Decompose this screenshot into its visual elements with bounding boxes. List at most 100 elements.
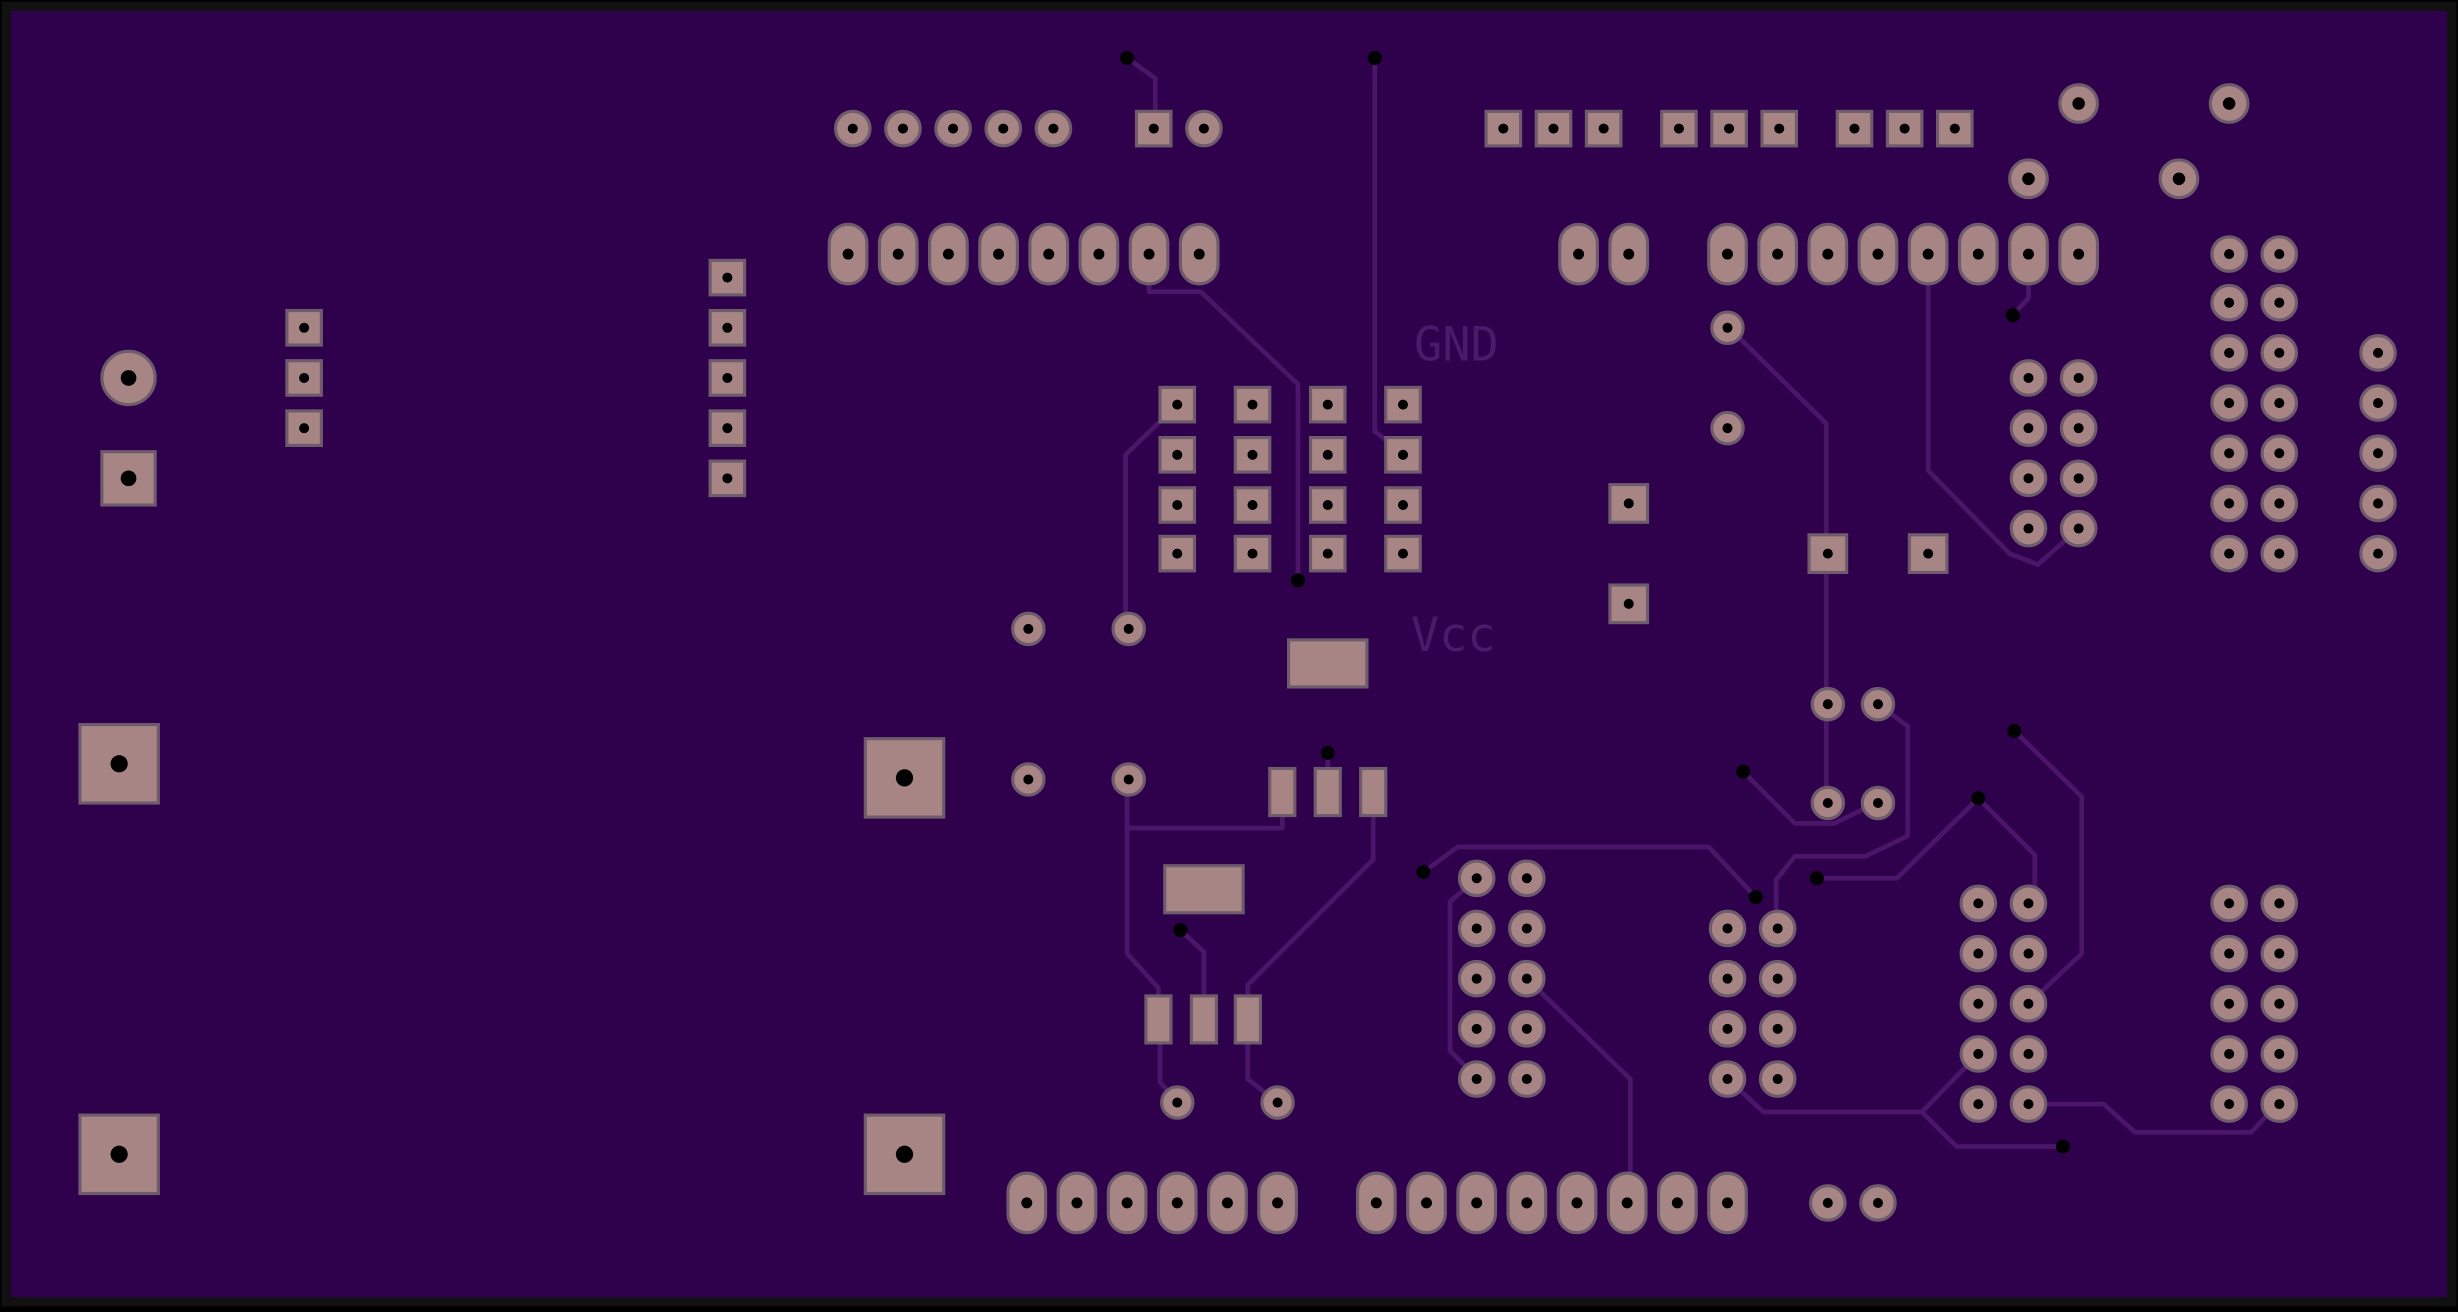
drill-hole (1397, 548, 1409, 559)
drill-hole (1822, 699, 1833, 710)
trace (1245, 789, 1376, 1105)
drill-hole (2023, 898, 2034, 909)
drill-hole (1172, 399, 1183, 410)
drill-hole (1973, 948, 1984, 959)
smd-pad (1189, 994, 1219, 1045)
trace (1725, 323, 1829, 806)
drill-hole (1899, 123, 1910, 134)
drill-hole (2274, 297, 2285, 308)
drill-hole (1322, 499, 1333, 511)
drill-hole (897, 123, 908, 134)
drill-hole (1521, 1197, 1533, 1209)
drill-hole (1148, 123, 1159, 134)
drill-hole (299, 322, 310, 333)
via (1748, 890, 1763, 905)
drill-hole (2073, 473, 2084, 484)
smd-pad (1313, 766, 1342, 818)
drill-hole (2023, 372, 2034, 383)
trace (1524, 976, 1633, 1207)
drill-hole (2023, 473, 2034, 484)
drill-hole (1172, 499, 1183, 511)
drill-hole (2274, 249, 2285, 260)
smd-pad (1268, 766, 1297, 818)
drill-hole (1722, 1023, 1733, 1034)
drill-hole (2274, 1099, 2285, 1110)
drill-hole (1621, 1197, 1633, 1209)
drill-hole (2274, 548, 2285, 559)
drill-hole (1822, 248, 1834, 260)
drill-hole (722, 322, 733, 333)
drill-hole (1172, 449, 1183, 460)
drill-hole (942, 248, 954, 260)
drill-hole (2224, 498, 2235, 509)
square-pad (1584, 109, 1623, 148)
drill-hole (1521, 1023, 1532, 1034)
drill-hole (1772, 973, 1783, 984)
via (1736, 764, 1751, 779)
drill-hole (2274, 948, 2285, 959)
drill-hole (1673, 123, 1684, 134)
drill-hole (1172, 548, 1183, 559)
drill-hole (1123, 623, 1134, 634)
drill-hole (2224, 548, 2235, 559)
drill-hole (1198, 123, 1209, 134)
drill-hole (1121, 1197, 1133, 1209)
drill-hole (1322, 548, 1333, 559)
via (2007, 723, 2022, 738)
drill-hole (1822, 797, 1833, 809)
trace (2012, 728, 2085, 1007)
drill-hole (1722, 923, 1733, 934)
drill-hole (1772, 1023, 1783, 1034)
smd-pad (1287, 638, 1369, 689)
drill-hole (2023, 523, 2034, 534)
smd-pad (1233, 994, 1262, 1045)
via (1290, 573, 1306, 588)
drill-hole (1822, 1197, 1833, 1208)
drill-hole (2072, 97, 2085, 110)
drill-hole (2373, 448, 2384, 459)
drill-hole (1471, 873, 1482, 884)
trace (1925, 248, 2081, 567)
drill-hole (1973, 1099, 1984, 1110)
via (1971, 791, 1986, 806)
drill-hole (1671, 1197, 1683, 1209)
drill-hole (1722, 1074, 1733, 1085)
drill-hole (1623, 498, 1634, 509)
square-pad (708, 359, 747, 397)
drill-hole (847, 123, 858, 134)
drill-hole (2274, 398, 2285, 409)
drill-hole (110, 1145, 128, 1163)
drill-hole (1471, 1023, 1482, 1034)
drill-hole (1048, 123, 1059, 134)
drill-hole (1722, 973, 1733, 984)
drill-hole (1397, 499, 1409, 511)
drill-hole (1498, 123, 1509, 134)
drill-hole (110, 755, 128, 773)
drill-hole (2224, 448, 2235, 459)
drill-hole (1724, 123, 1735, 134)
drill-hole (1023, 623, 1034, 634)
drill-hole (1598, 123, 1609, 134)
gnd-silk-label: GND (1414, 318, 1499, 373)
drill-hole (722, 423, 733, 434)
drill-hole (1221, 1197, 1233, 1209)
trace (1421, 844, 1759, 900)
copper-traces (1123, 55, 2281, 1207)
drill-hole (1872, 797, 1884, 809)
drill-hole (2073, 372, 2084, 383)
drill-hole (2373, 347, 2384, 358)
drill-hole (1949, 123, 1960, 134)
drill-hole (1722, 1197, 1733, 1209)
drill-hole (1548, 123, 1559, 134)
drill-hole (1973, 998, 1984, 1009)
drill-hole (722, 272, 733, 283)
drill-hole (1421, 1197, 1433, 1209)
drill-hole (2073, 423, 2084, 434)
drill-hole (2224, 398, 2235, 409)
drill-hole (1521, 973, 1532, 984)
square-pad (1233, 385, 1272, 424)
drill-hole (120, 470, 137, 487)
drill-hole (1972, 248, 1984, 260)
